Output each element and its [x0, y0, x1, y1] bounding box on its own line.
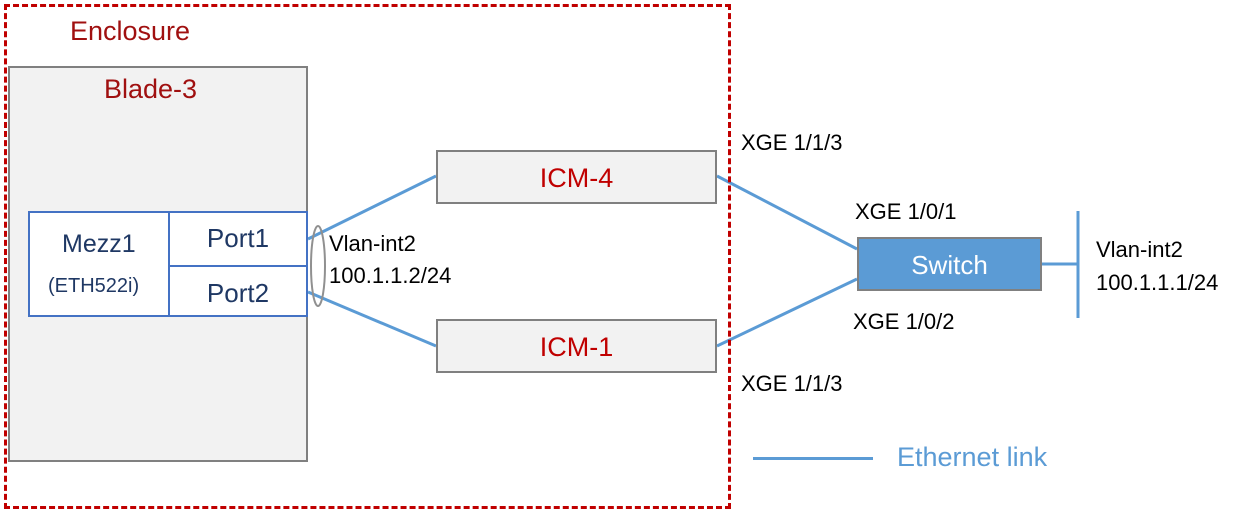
- icm1-port-label: XGE 1/1/3: [741, 371, 843, 396]
- switch-port2-label: XGE 1/0/2: [853, 309, 955, 334]
- link-port2-icm1: [307, 290, 437, 348]
- aggregation-ellipse: [310, 225, 326, 307]
- link-port1-icm4: [307, 174, 437, 241]
- link-icm4-switch: [716, 174, 858, 251]
- mezz-name: Mezz1: [62, 230, 136, 258]
- icm4-port-label: XGE 1/1/3: [741, 130, 843, 155]
- blade-ip-label: 100.1.1.2/24: [329, 263, 452, 288]
- icm1-box: ICM-1: [436, 319, 717, 373]
- legend-ethernet-swatch: [753, 457, 873, 460]
- switch-port1-label: XGE 1/0/1: [855, 199, 957, 224]
- port1-box: Port1: [168, 211, 308, 267]
- icm4-box: ICM-4: [436, 150, 717, 204]
- enclosure-label: Enclosure: [70, 16, 191, 46]
- mezz-card: [28, 211, 170, 317]
- switch-vlan-label: Vlan-int2: [1096, 237, 1183, 262]
- link-icm1-switch: [716, 277, 858, 348]
- port2-box: Port2: [168, 265, 308, 317]
- enclosure-boundary: [4, 4, 731, 509]
- mezz-model: (ETH522i): [48, 275, 140, 297]
- blade-vlan-label: Vlan-int2: [329, 231, 416, 256]
- legend-ethernet-label: Ethernet link: [897, 442, 1048, 472]
- switch-ip-label: 100.1.1.1/24: [1096, 270, 1219, 295]
- switch-box: Switch: [857, 237, 1042, 291]
- blade-label: Blade-3: [104, 74, 198, 104]
